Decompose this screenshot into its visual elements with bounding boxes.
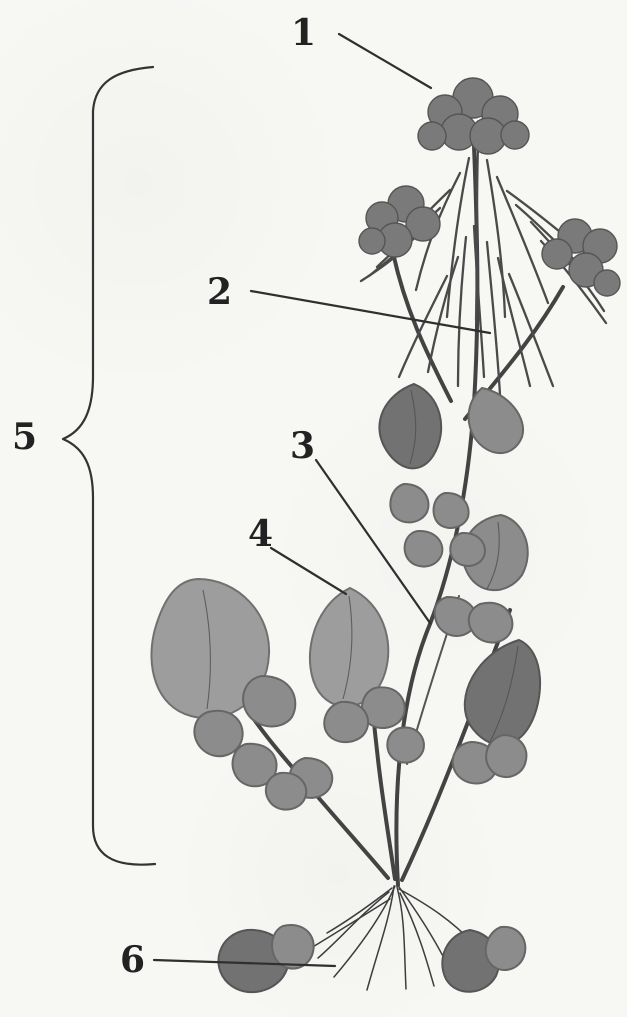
leaf-middle-3: [405, 531, 443, 567]
top-flower-cluster: [418, 78, 529, 154]
leaf-lower-right-lobe-2: [486, 735, 526, 777]
leaf-left-lobe-1: [243, 676, 295, 726]
leaf-center-lobe-3: [387, 728, 424, 763]
label-6: 6: [120, 939, 145, 981]
shoot-bracket: [63, 67, 155, 865]
leaf-base-right-2: [486, 927, 526, 970]
label-4: 4: [248, 513, 273, 555]
leaf-middle-2: [434, 493, 469, 528]
root-4: [399, 887, 445, 960]
leaf-lower-right: [465, 640, 540, 745]
leaf-left-lobe-5: [266, 773, 306, 810]
flower-left-5: [359, 228, 385, 254]
pod-3: [487, 160, 505, 317]
leaf-base-left-2: [272, 925, 314, 969]
right-flower-cluster: [542, 219, 620, 296]
label-5: 5: [12, 416, 37, 458]
leaf-upper-right-small: [469, 388, 523, 453]
leaf-middle-4: [450, 533, 485, 566]
leaf-center-lobe-2: [324, 702, 368, 742]
leader-line-1: [339, 34, 431, 88]
leaf-mid-right-lobe-2: [469, 603, 513, 643]
leaves: [151, 384, 540, 992]
pod-19: [399, 276, 447, 377]
flower-right-5: [594, 270, 620, 296]
bracket-group: [63, 67, 155, 865]
pod-16: [487, 242, 500, 395]
flower-top-7: [418, 122, 446, 150]
leaf-middle-1: [390, 484, 428, 522]
pod-15: [458, 237, 466, 386]
root-2: [367, 886, 394, 990]
root-7: [318, 892, 389, 958]
leader-line-4: [271, 548, 346, 594]
root-1: [334, 886, 395, 977]
label-1: 1: [291, 12, 316, 54]
labels: 1 2 3 4 5 6: [12, 12, 316, 981]
label-2: 2: [207, 271, 232, 313]
flower-right-3: [542, 239, 572, 269]
label-3: 3: [290, 425, 315, 467]
leaf-upper-left: [379, 384, 441, 468]
leaf-left-lobe-2: [194, 711, 242, 757]
flower-top-6: [501, 121, 529, 149]
pod-18: [498, 258, 530, 386]
pod-17: [428, 257, 458, 372]
leader-line-2: [251, 291, 490, 333]
